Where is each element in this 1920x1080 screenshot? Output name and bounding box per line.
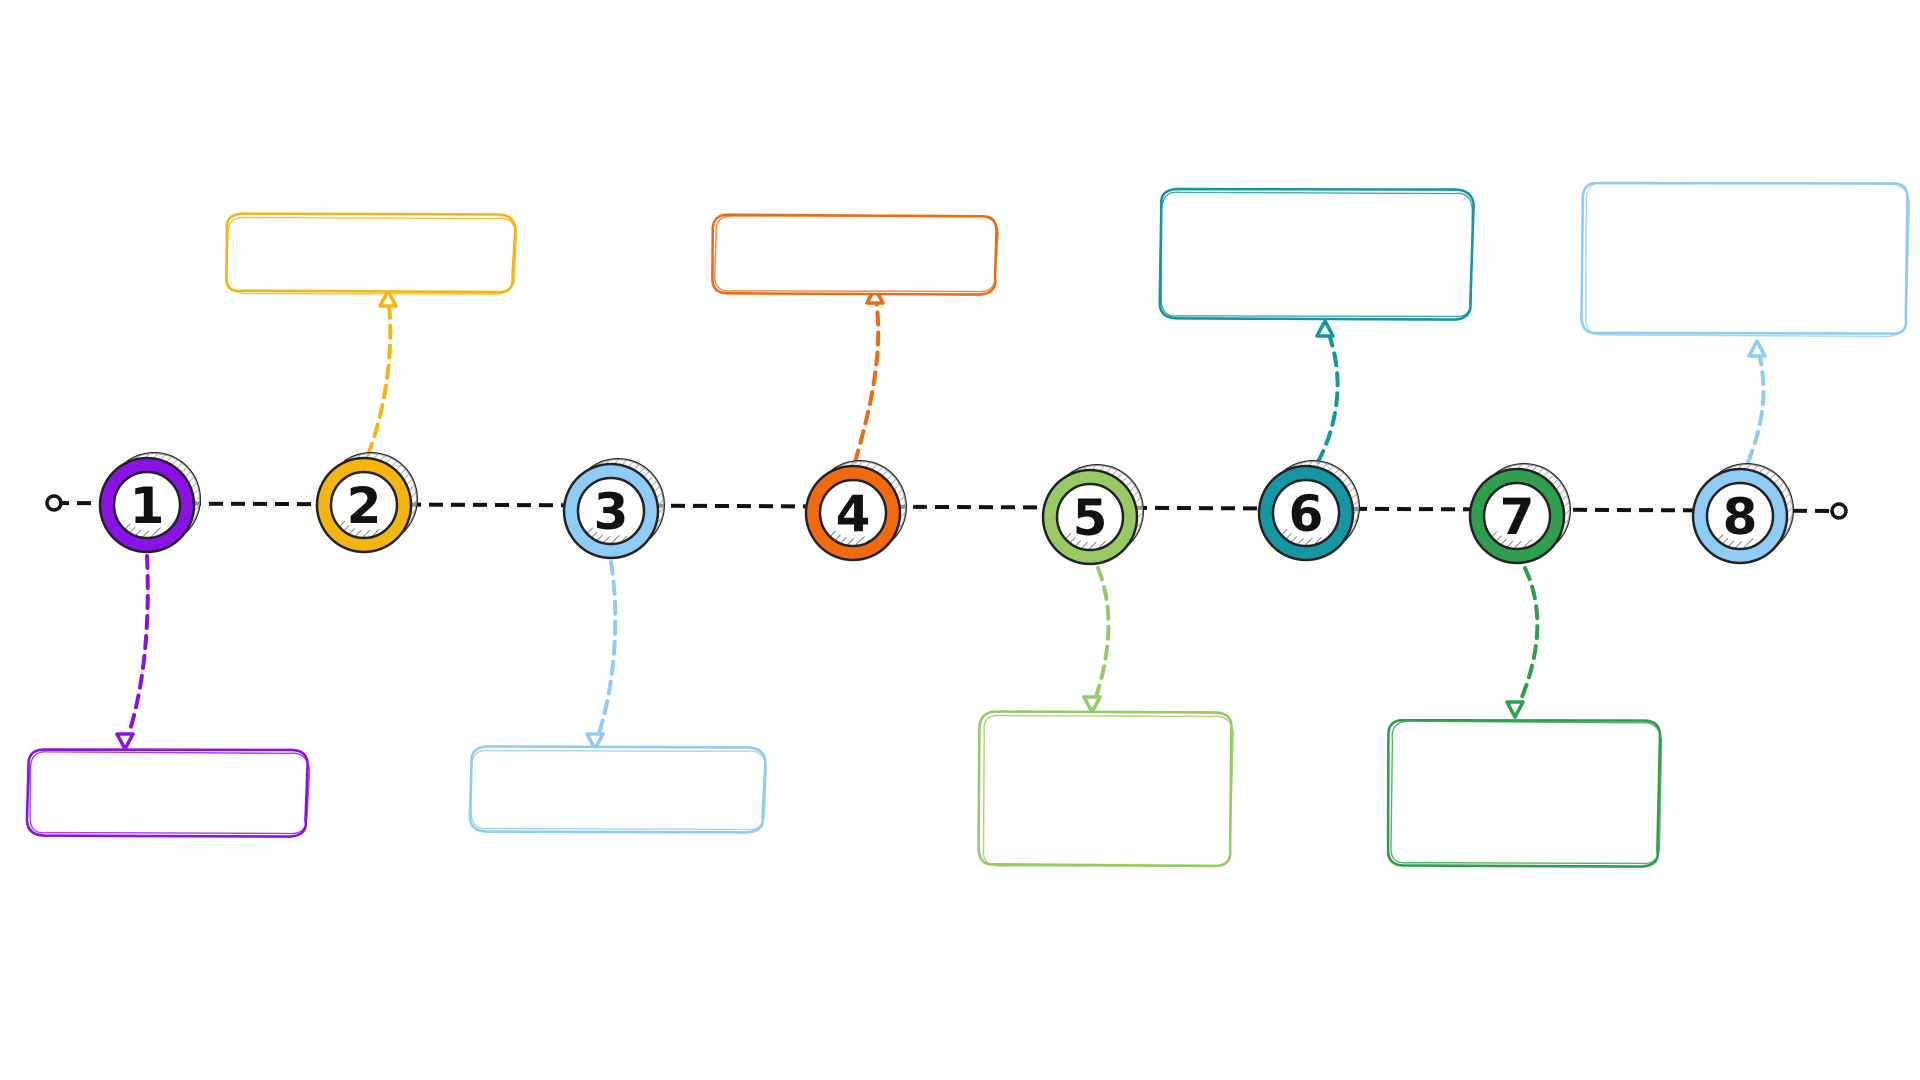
arrowhead-8	[1747, 339, 1767, 358]
step-node-7[interactable]: 7	[1468, 463, 1571, 565]
connector-7	[1513, 566, 1540, 715]
connector-5	[1090, 566, 1111, 710]
step-number-6: 6	[1289, 485, 1324, 543]
step-node-6[interactable]: 6	[1257, 460, 1360, 562]
step-number-8: 8	[1723, 488, 1758, 546]
step-number-3: 3	[594, 483, 629, 541]
timeline-end-dot	[1830, 502, 1848, 520]
connector-8	[1746, 343, 1766, 464]
step-number-7: 7	[1500, 488, 1535, 546]
connector-6	[1316, 323, 1340, 464]
text-box-8[interactable]	[1580, 181, 1911, 338]
timeline-start-dot	[45, 494, 63, 512]
text-box-2[interactable]	[225, 212, 518, 295]
step-node-3[interactable]: 3	[562, 458, 665, 560]
connector-3	[593, 560, 618, 747]
text-box-6[interactable]	[1158, 187, 1475, 321]
arrowhead-1	[115, 732, 135, 751]
arrowhead-2	[378, 289, 398, 308]
step-node-8[interactable]: 8	[1691, 463, 1794, 565]
arrowhead-7	[1505, 700, 1525, 719]
connector-2	[366, 293, 393, 457]
arrowhead-6	[1315, 319, 1335, 338]
step-number-1: 1	[130, 477, 165, 535]
step-number-2: 2	[347, 477, 382, 535]
step-node-1[interactable]: 1	[98, 452, 201, 554]
step-number-5: 5	[1073, 489, 1108, 547]
step-node-5[interactable]: 5	[1041, 464, 1144, 566]
connector-1	[123, 554, 150, 747]
text-box-1[interactable]	[25, 748, 311, 838]
connector-4	[853, 290, 881, 464]
step-number-4: 4	[836, 485, 871, 543]
step-node-2[interactable]: 2	[315, 452, 418, 554]
text-box-4[interactable]	[711, 213, 999, 296]
step-node-4[interactable]: 4	[804, 460, 907, 562]
text-box-5[interactable]	[977, 710, 1234, 868]
text-box-7[interactable]	[1386, 718, 1663, 868]
arrowhead-3	[585, 732, 605, 751]
arrowhead-5	[1082, 695, 1102, 714]
text-box-3[interactable]	[468, 745, 767, 834]
arrowhead-4	[865, 286, 885, 305]
